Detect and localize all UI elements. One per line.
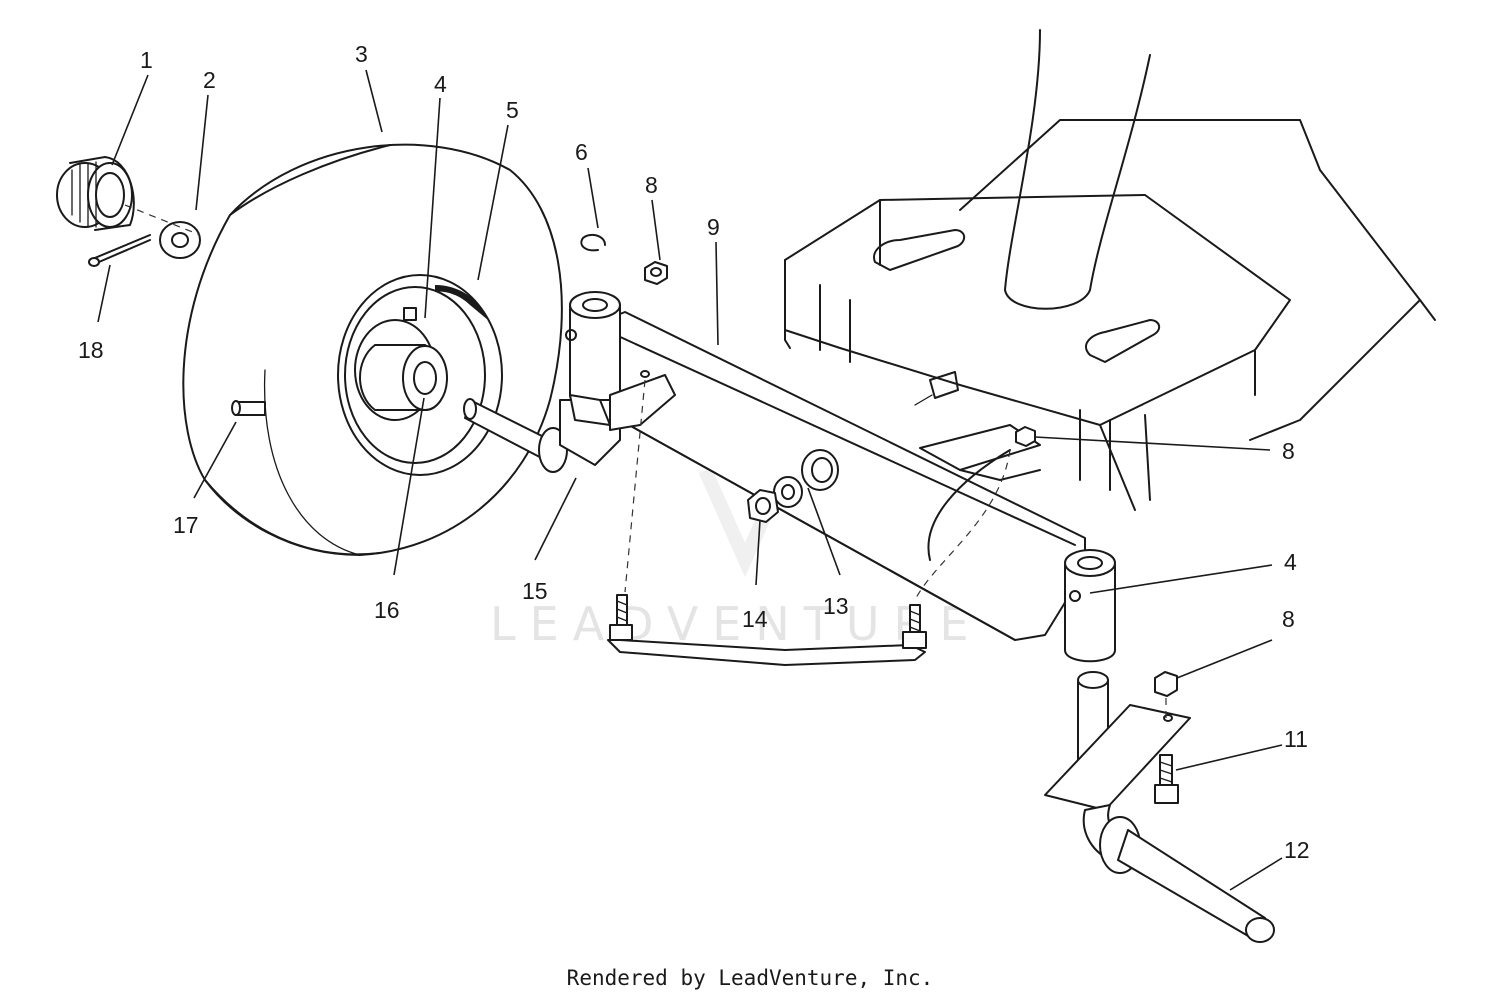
bolt-right — [902, 604, 927, 649]
tie-rod — [607, 639, 926, 666]
callout-1: 1 — [140, 47, 153, 73]
washer-2 — [159, 221, 201, 259]
spindle-right — [1044, 671, 1275, 943]
nut-8-bracket — [1015, 426, 1036, 447]
leader-lines — [97, 69, 1283, 891]
callout-2: 2 — [203, 67, 216, 93]
callout-5: 5 — [506, 97, 519, 123]
hub-cap — [56, 156, 135, 231]
spindle-left — [463, 370, 676, 473]
nut-14 — [747, 476, 803, 523]
callout-6: 6 — [575, 139, 588, 165]
nut-8-top — [644, 261, 668, 285]
callout-12: 12 — [1284, 837, 1310, 863]
kingpin-sleeve-left — [565, 291, 621, 408]
callout-4-upper: 4 — [434, 71, 447, 97]
callout-17: 17 — [173, 512, 199, 538]
kingpin-sleeve-right — [1064, 549, 1116, 663]
hub-axis — [124, 204, 201, 236]
callout-4-lower: 4 — [1284, 549, 1297, 575]
callout-8-right: 8 — [1282, 438, 1295, 464]
callout-8-top: 8 — [645, 172, 658, 198]
nut-8-lower — [1154, 671, 1178, 697]
callout-13: 13 — [823, 593, 849, 619]
callout-14: 14 — [742, 606, 768, 632]
bolt-11 — [1154, 754, 1179, 804]
footer-credit: Rendered by LeadVenture, Inc. — [566, 966, 934, 990]
valve-stem — [231, 400, 266, 416]
callout-9: 9 — [707, 214, 720, 240]
frame — [784, 29, 1436, 511]
callouts: 1 2 3 4 5 6 8 9 18 17 16 15 14 13 8 4 8 … — [78, 41, 1310, 863]
cotter-pin — [88, 234, 151, 267]
bolt-left — [609, 594, 633, 641]
e-clip — [580, 233, 606, 252]
watermark-text: LEADVENTURE — [490, 597, 983, 651]
callout-18: 18 — [78, 337, 104, 363]
bolt-axis-left — [624, 379, 646, 593]
grease-fitting-wheel — [403, 307, 417, 321]
callout-15: 15 — [522, 578, 548, 604]
callout-16: 16 — [374, 597, 400, 623]
callout-8-lower: 8 — [1282, 606, 1295, 632]
washer-13 — [801, 449, 839, 491]
wheel-bearing — [359, 344, 448, 411]
callout-3: 3 — [355, 41, 368, 67]
callout-11: 11 — [1284, 726, 1308, 752]
